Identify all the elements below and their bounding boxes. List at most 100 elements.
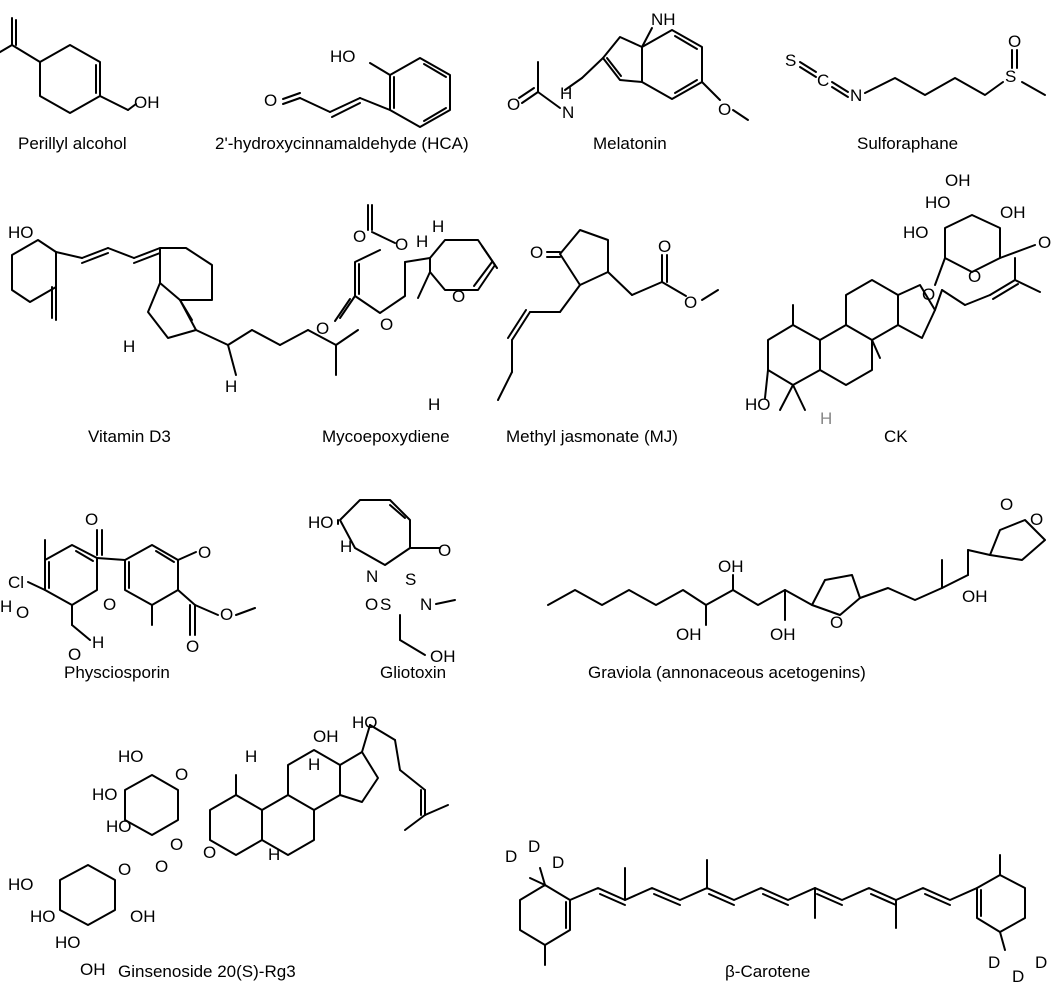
phys-o-ester-label: O (186, 637, 199, 656)
phys-cl-label: Cl (8, 573, 24, 592)
myco-o-ester-label: O (395, 235, 408, 254)
hca-o-label: O (264, 91, 277, 110)
methyl-jasmonate-structure: O O O (497, 229, 719, 401)
caption-methyl-jasmonate: Methyl jasmonate (MJ) (506, 427, 678, 446)
glio-s1-label: S (380, 595, 391, 614)
graviola-oh2-label: OH (718, 557, 744, 576)
ck-ho4-label: HO (903, 223, 929, 242)
graviola-structure: OH OH OH O OH O O (547, 495, 1046, 644)
rg3-o-ring1-label: O (175, 765, 188, 784)
rg3-ho5-label: HO (30, 907, 56, 926)
phys-o-top-label: O (85, 510, 98, 529)
caption-beta-carotene: β-Carotene (725, 962, 810, 981)
mycoepoxydiene-structure: O O O O H O H H (316, 204, 498, 414)
caption-gliotoxin: Gliotoxin (380, 663, 446, 682)
glio-o2-label: O (365, 595, 378, 614)
phys-o-bridge-label: O (103, 595, 116, 614)
myco-h-label: H (416, 232, 428, 251)
mj-o-label: O (530, 243, 543, 262)
myco-o-ring-label: O (380, 315, 393, 334)
glio-h-label: H (340, 537, 352, 556)
ck-o-ring-label: O (968, 267, 981, 286)
graviola-o-lactone-label: O (1030, 510, 1043, 529)
glio-ho-label: HO (308, 513, 334, 532)
rg3-o-glyco-label: O (203, 843, 216, 862)
rg3-ho4-label: HO (8, 875, 34, 894)
mj-o3-label: O (684, 293, 697, 312)
graviola-oh3-label: OH (770, 625, 796, 644)
melatonin-n-label: N (562, 103, 574, 122)
gliotoxin-structure: HO H N S S N O O OH (308, 499, 456, 666)
myco-h2-label: H (432, 217, 444, 236)
caption-rg3: Ginsenoside 20(S)-Rg3 (118, 962, 296, 981)
vitd3-h2-label: H (225, 377, 237, 396)
melatonin-o2-label: O (507, 95, 520, 114)
caption-vitamin-d3: Vitamin D3 (88, 427, 171, 446)
sulforaphane-structure: S C N S O (785, 32, 1046, 105)
melatonin-structure: NH O H N O (507, 10, 749, 122)
rg3-h3-label: H (268, 845, 280, 864)
myco-o-ketone-label: O (316, 319, 329, 338)
ck-oh2-label: OH (945, 171, 971, 190)
rg3-ho3-label: HO (106, 817, 132, 836)
glio-n2-label: N (420, 595, 432, 614)
sulforaphane-o-label: O (1008, 32, 1021, 51)
phys-o-me-label: O (220, 605, 233, 624)
glio-o1-label: O (438, 541, 451, 560)
rg3-ho2-label: HO (92, 785, 118, 804)
vitd3-h-label: H (123, 337, 135, 356)
carotene-d2-label: D (528, 837, 540, 856)
graviola-oh4-label: OH (962, 587, 988, 606)
ginsenoside-rg3-structure: HO HO HO O O O HO O HO HO OH OH H OH H H… (8, 713, 449, 979)
carotene-d5-label: D (1012, 967, 1024, 986)
caption-melatonin: Melatonin (593, 134, 667, 153)
phys-h-label: H (0, 597, 12, 616)
glio-n1-label: N (366, 567, 378, 586)
graviola-o-ring-label: O (830, 613, 843, 632)
carotene-d4-label: D (988, 953, 1000, 972)
sulforaphane-n-label: N (850, 86, 862, 105)
vitd3-ho-label: HO (8, 223, 34, 242)
rg3-ho-side-label: HO (352, 713, 378, 732)
ck-o-link-label: O (922, 285, 935, 304)
ck-ho-label: HO (745, 395, 771, 414)
carotene-d1-label: D (505, 847, 517, 866)
carotene-d3-label: D (552, 853, 564, 872)
glio-s2-label: S (405, 570, 416, 589)
hca-ho-label: HO (330, 47, 356, 66)
caption-physciosporin: Physciosporin (64, 663, 170, 682)
vitamin-d3-structure: HO H H (8, 223, 359, 396)
ck-oh1-label: HO (925, 193, 951, 212)
glio-oh-label: OH (430, 647, 456, 666)
rg3-oh8-label: OH (130, 907, 156, 926)
hca-structure: HO O (264, 47, 451, 128)
rg3-ho1-label: HO (118, 747, 144, 766)
perillyl-oh-label: OH (134, 93, 160, 112)
melatonin-o-label: O (718, 100, 731, 119)
melatonin-nh-amide-label: H (560, 84, 572, 103)
rg3-o-ring2-label: O (118, 860, 131, 879)
beta-carotene-structure: D D D D D D (505, 837, 1047, 986)
rg3-ho6-label: HO (55, 933, 81, 952)
phys-oh-right-label: O (198, 543, 211, 562)
phys-o-ald-label: O (68, 645, 81, 664)
caption-ck: CK (884, 427, 908, 446)
phys-h-ald-label: H (92, 633, 104, 652)
graviola-oh1-label: OH (676, 625, 702, 644)
caption-graviola: Graviola (annonaceous acetogenins) (588, 663, 866, 682)
myco-h3-label: H (428, 395, 440, 414)
ck-oh5-label: OH (1038, 233, 1052, 252)
perillyl-alcohol-structure: OH (0, 17, 160, 114)
graviola-o-ketone-label: O (1000, 495, 1013, 514)
rg3-oh-top-label: OH (313, 727, 339, 746)
myco-o-top-label: O (353, 227, 366, 246)
sulforaphane-s1-label: S (785, 51, 796, 70)
caption-sulforaphane: Sulforaphane (857, 134, 958, 153)
physciosporin-structure: O O Cl H O O O H O O (0, 510, 256, 664)
rg3-o-link1-label: O (170, 835, 183, 854)
sulforaphane-s2-label: S (1005, 67, 1016, 86)
rg3-o-link2-label: O (155, 857, 168, 876)
sulforaphane-c-label: C (817, 71, 829, 90)
caption-mycoepoxydiene: Mycoepoxydiene (322, 427, 450, 446)
